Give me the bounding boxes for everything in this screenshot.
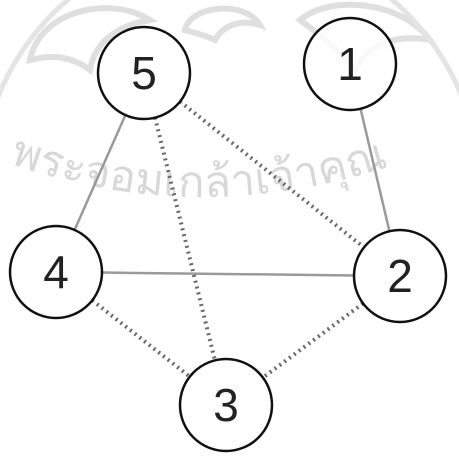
edge-2-3	[261, 301, 365, 380]
watermark-text: พระจอมเกล้าเจ้าคุณ	[6, 125, 392, 208]
edge-4-2	[101, 271, 355, 277]
node-circle	[178, 357, 274, 453]
edge-5-3	[153, 117, 217, 361]
node-circle	[8, 224, 104, 320]
seal-ring	[0, 0, 459, 99]
node-circle	[96, 25, 192, 121]
node-5: 5	[96, 25, 192, 121]
edge-layer	[73, 100, 391, 380]
node-1: 1	[302, 16, 398, 112]
node-label: 1	[337, 38, 363, 90]
edge-1-2	[359, 108, 391, 232]
watermark-seal: พระจอมเกล้าเจ้าคุณ	[0, 0, 459, 208]
node-label: 3	[213, 379, 239, 431]
node-layer: 5 1 4 2 3	[8, 16, 448, 453]
edge-5-4	[73, 114, 127, 231]
node-label: 4	[43, 246, 69, 298]
node-2: 2	[352, 228, 448, 324]
node-circle	[302, 16, 398, 112]
node-4: 4	[8, 224, 104, 320]
seal-ornament-left	[26, 5, 159, 76]
node-label: 2	[387, 250, 413, 302]
edge-4-3	[90, 298, 192, 379]
node-circle	[352, 228, 448, 324]
node-3: 3	[178, 357, 274, 453]
node-label: 5	[131, 47, 157, 99]
seal-ornament-center	[181, 5, 267, 44]
